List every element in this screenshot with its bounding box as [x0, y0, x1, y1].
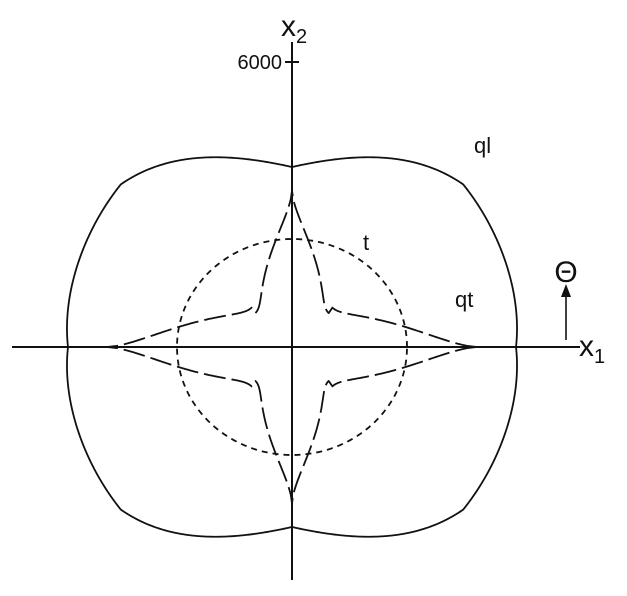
x1-axis-label: x1: [579, 330, 605, 368]
x2-axis-label: x2: [281, 10, 307, 48]
curve-t: [176, 238, 408, 456]
theta-arrow-head: [561, 284, 571, 297]
curve-ql: [66, 156, 518, 538]
tick-label-6000: 6000: [238, 52, 283, 74]
curve-label-ql: ql: [474, 133, 491, 158]
theta-label: Θ: [554, 256, 577, 289]
curve-qt: [106, 189, 478, 505]
curve-label-t: t: [363, 230, 369, 255]
curve-label-qt: qt: [455, 287, 473, 312]
